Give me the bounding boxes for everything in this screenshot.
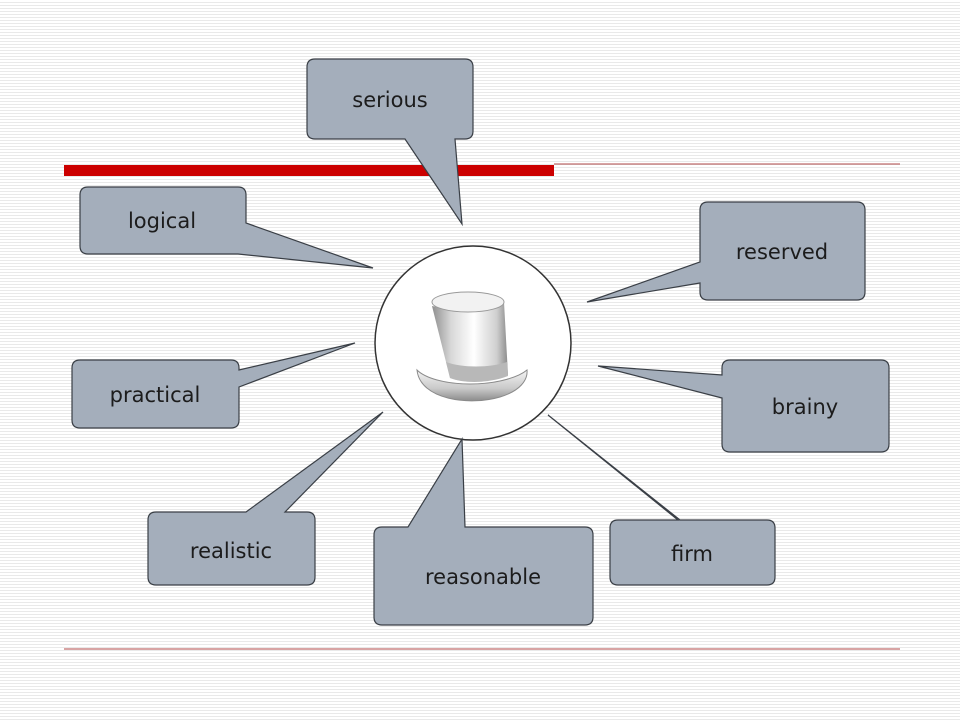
- bubble-serious: serious: [306, 58, 474, 227]
- bubble-realistic-label: realistic: [190, 539, 272, 563]
- bubble-realistic: realistic: [147, 411, 384, 586]
- bubble-reserved: reserved: [586, 201, 866, 303]
- bubble-reasonable-shape: [373, 436, 594, 626]
- bubble-reasonable-label: reasonable: [425, 565, 541, 589]
- central-hat-node: [374, 245, 572, 441]
- bubble-firm-shape: [547, 414, 776, 586]
- bubble-reasonable: reasonable: [373, 436, 594, 626]
- bubble-serious-shape: [306, 58, 474, 227]
- bubble-brainy-label: brainy: [772, 395, 838, 419]
- bubble-firm-label: firm: [671, 542, 713, 566]
- bubble-logical-shape: [79, 186, 374, 269]
- bubble-serious-label: serious: [352, 88, 427, 112]
- top-hat-icon: [416, 291, 528, 402]
- bubble-reserved-label: reserved: [736, 240, 828, 264]
- bubble-practical-label: practical: [110, 383, 201, 407]
- bubble-logical-label: logical: [128, 209, 196, 233]
- bubble-reserved-shape: [586, 201, 866, 303]
- accent-bar: [64, 165, 554, 176]
- bubble-realistic-shape: [147, 411, 384, 586]
- bubble-firm: firm: [547, 414, 776, 586]
- bubble-brainy-shape: [597, 359, 890, 453]
- bubble-brainy: brainy: [597, 359, 890, 453]
- bubble-practical-shape: [71, 342, 356, 429]
- bubble-practical: practical: [71, 342, 356, 429]
- bubble-logical: logical: [79, 186, 374, 269]
